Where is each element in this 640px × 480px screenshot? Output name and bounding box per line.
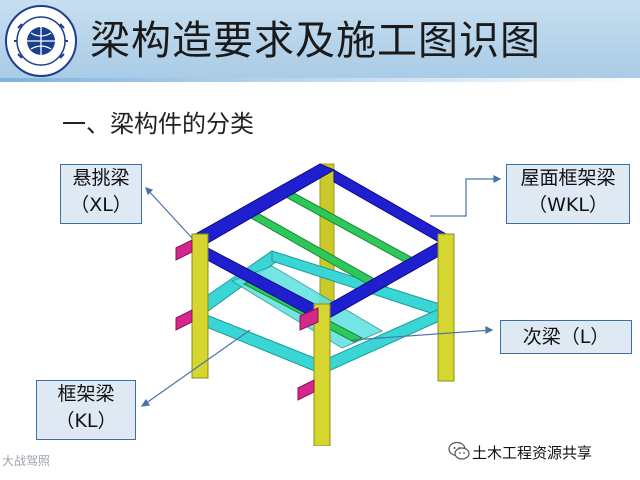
- roof-frame-beams: [190, 163, 447, 323]
- label-frame-beam: 框架梁 （KL）: [36, 380, 136, 440]
- watermark-text: 大战驾照: [2, 454, 51, 468]
- wechat-icon: [448, 441, 470, 460]
- title-divider: [0, 78, 640, 82]
- label-cantilever-code: （XL）: [70, 194, 132, 216]
- column-back: [319, 163, 335, 307]
- label-roof-frame-code: （WKL）: [528, 194, 608, 216]
- label-roof-frame-beam: 屋面框架梁 （WKL）: [506, 164, 630, 224]
- label-frame-name: 框架梁: [57, 383, 115, 405]
- label-frame-code: （KL）: [55, 410, 117, 432]
- label-secondary-name: 次梁（L）: [522, 326, 610, 348]
- cantilever-beams: [175, 239, 319, 401]
- label-cantilever-beam: 悬挑梁 （XL）: [60, 164, 142, 224]
- page-title: 梁构造要求及施工图识图: [90, 18, 541, 64]
- columns-front: [191, 233, 455, 446]
- title-bar: [0, 0, 640, 82]
- label-roof-frame-name: 屋面框架梁: [520, 167, 616, 189]
- account-name: 土木工程资源共享: [472, 444, 593, 462]
- university-logo: [5, 5, 77, 77]
- beam-structure-diagram: [152, 156, 494, 446]
- label-secondary-beam: 次梁（L）: [500, 320, 632, 354]
- section-heading: 一、梁构件的分类: [62, 110, 254, 138]
- label-cantilever-name: 悬挑梁: [72, 167, 130, 189]
